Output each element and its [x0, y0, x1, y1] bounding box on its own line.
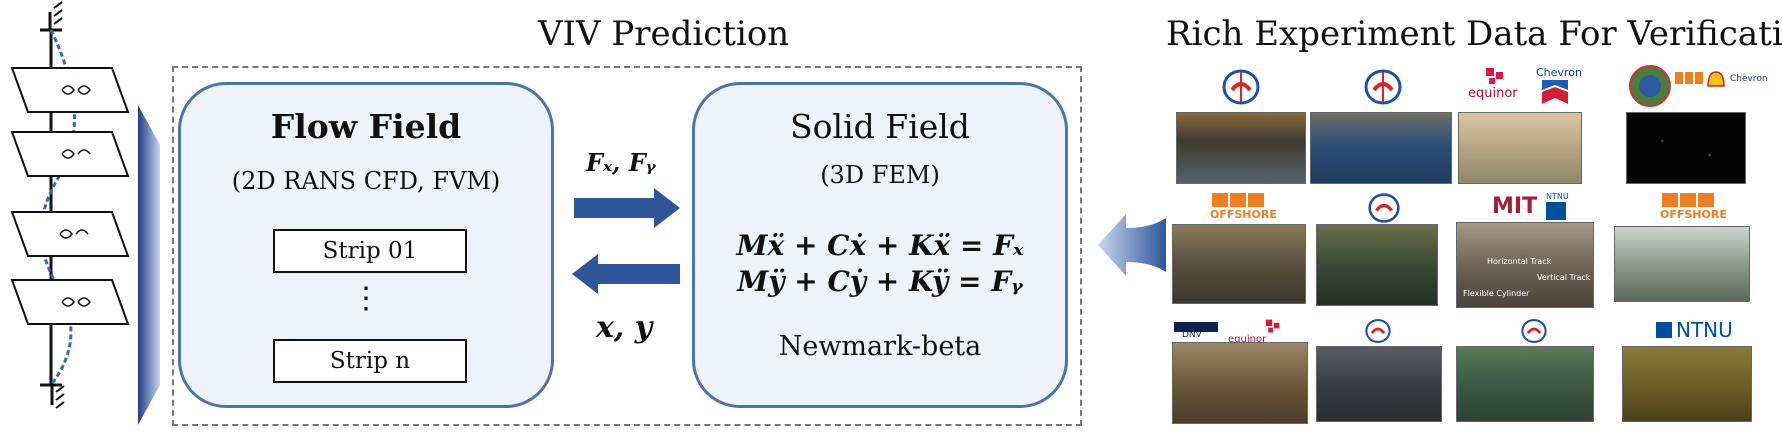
flow-field-subtitle: (2D RANS CFD, FVM)	[231, 167, 501, 195]
experiment-photo-1	[1176, 112, 1306, 184]
offshore-text-2: OFFSHORE	[1660, 208, 1727, 221]
viv-prediction-frame	[172, 66, 1082, 426]
flexible-cylinder-label: Flexible Cylinder	[1463, 289, 1530, 298]
equation-y: Mÿ + Cẏ + Kÿ = Fᵧ	[737, 265, 1023, 298]
equinor-star-icon-1	[1486, 68, 1503, 84]
cnooc-logo-2	[1364, 69, 1402, 105]
equinor-logo-1: equinor	[1468, 86, 1518, 101]
equinor-logo-2: equinor	[1228, 334, 1267, 345]
equinor-star-icon-2	[1265, 319, 1280, 333]
ntnu-logo: NTNU	[1676, 318, 1733, 342]
experiment-photo-11	[1456, 346, 1594, 422]
solid-field-title: Solid Field	[790, 107, 970, 146]
strip-01-box: Strip 01	[273, 229, 467, 273]
experiment-photo-10	[1316, 346, 1442, 422]
ntnu-square-icon	[1546, 202, 1566, 220]
chevron-shield-icon-1	[1542, 80, 1568, 104]
dnv-logo: DNV	[1182, 330, 1202, 340]
ntnu-logo-small: NTNU	[1546, 192, 1569, 201]
experiment-photo-6	[1316, 224, 1438, 306]
chevron-logo-2: Chevron	[1730, 74, 1768, 84]
forces-label: Fₓ, Fᵧ	[586, 148, 656, 177]
consortium-logo	[1629, 65, 1671, 107]
sbm-offshore-logo-2	[1662, 193, 1714, 207]
cnooc-logo-5	[1521, 319, 1547, 343]
offshore-text-1: OFFSHORE	[1210, 208, 1277, 221]
mit-logo: MIT	[1492, 194, 1538, 219]
dnv-logo-bar	[1174, 322, 1218, 332]
wedge-indicator	[138, 105, 160, 425]
cnooc-logo-1	[1222, 69, 1260, 105]
solid-field-panel: Solid Field (3D FEM) Mẍ + Cẋ + Kẍ = Fₓ M…	[692, 82, 1068, 408]
displacement-label: x, y	[596, 310, 653, 345]
experiment-photo-8	[1614, 226, 1750, 302]
chevron-logo-1: Chevron	[1536, 66, 1582, 79]
flow-field-title: Flow Field	[270, 107, 462, 146]
experiment-photo-3	[1458, 112, 1582, 184]
strip-n-box: Strip n	[273, 339, 467, 383]
right-arrow	[574, 188, 680, 228]
newmark-beta-label: Newmark-beta	[778, 331, 982, 362]
experiment-photo-2	[1310, 112, 1452, 184]
riser-schematic	[10, 1, 130, 409]
flow-field-panel: Flow Field (2D RANS CFD, FVM) Strip 01 ⋮…	[178, 82, 554, 408]
experiment-photo-12	[1622, 346, 1752, 422]
strip-ellipsis: ⋮	[351, 281, 381, 316]
experiment-data-title: Rich Experiment Data For Verification	[1166, 14, 1782, 54]
experiment-photo-5	[1172, 224, 1306, 304]
solid-field-subtitle: (3D FEM)	[820, 161, 940, 189]
horizontal-track-label: Horizontal Track	[1487, 257, 1552, 266]
shell-icon	[1707, 71, 1725, 87]
vertical-track-label: Vertical Track	[1537, 273, 1591, 282]
ntnu-square-icon-2	[1656, 322, 1672, 338]
experiment-photo-9	[1172, 342, 1308, 424]
equation-x: Mẍ + Cẋ + Kẍ = Fₓ	[736, 229, 1024, 262]
sbm-offshore-logo-1	[1212, 193, 1264, 207]
cnooc-logo-3	[1368, 193, 1400, 223]
viv-prediction-title: VIV Prediction	[538, 14, 790, 54]
cnooc-logo-4	[1365, 319, 1391, 343]
left-arrow	[572, 254, 680, 294]
data-feedback-arrow	[1098, 214, 1166, 276]
experiment-photo-7: Horizontal Track Vertical Track Flexible…	[1456, 222, 1594, 308]
experiment-photo-4	[1626, 112, 1746, 184]
sbm-logo-small	[1675, 72, 1703, 84]
